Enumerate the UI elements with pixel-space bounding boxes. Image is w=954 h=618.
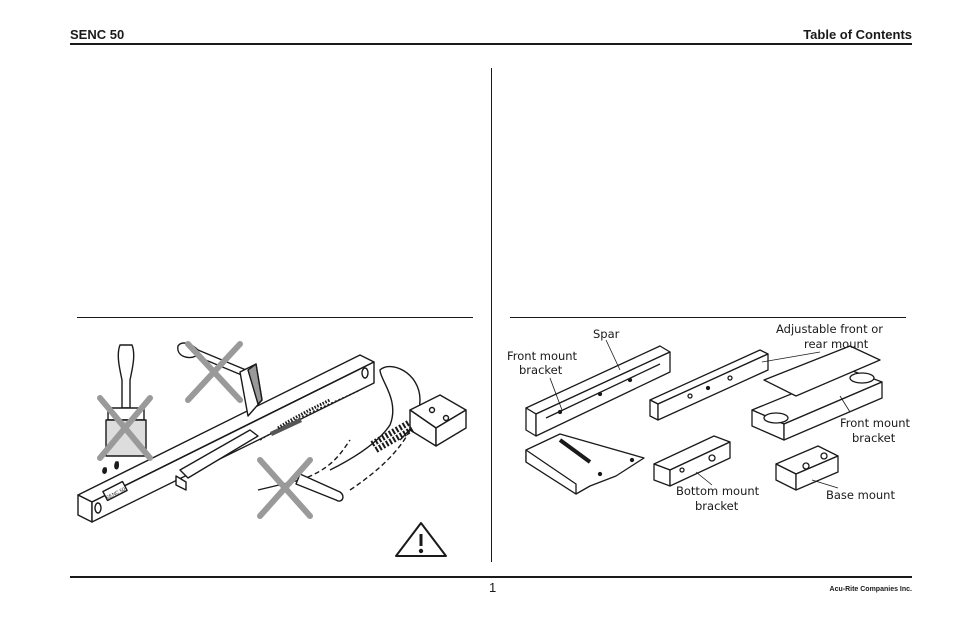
company-name: Acu-Rite Companies Inc.	[829, 586, 912, 593]
left-column-separator	[77, 317, 473, 318]
reading-head	[175, 389, 361, 491]
label-adjustable-2: rear mount	[804, 337, 869, 351]
label-front-mount-right-2: bracket	[852, 431, 896, 445]
label-front-mount-left-1: Front mount	[507, 349, 578, 363]
spar-part	[525, 345, 671, 437]
label-front-mount-right-1: Front mount	[840, 416, 911, 430]
column-divider	[491, 68, 492, 562]
base-mount-part	[775, 445, 839, 491]
adjustable-mount-part	[649, 349, 769, 421]
footer-rule	[70, 576, 912, 578]
front-mount-bracket-left	[525, 433, 645, 495]
label-bottom-mount-2: bracket	[695, 499, 739, 513]
label-spar: Spar	[593, 327, 620, 341]
header-section: Table of Contents	[803, 27, 912, 42]
warning-triangle-icon	[395, 522, 447, 557]
d-sub-connector	[370, 394, 467, 453]
header-title: SENC 50	[70, 27, 125, 42]
cross-mark-icon	[97, 341, 313, 519]
bottom-mount-bracket	[653, 435, 731, 487]
label-bottom-mount-1: Bottom mount	[676, 484, 760, 498]
right-column-separator	[510, 317, 906, 318]
page-number: 1	[489, 580, 497, 595]
label-base-mount: Base mount	[826, 488, 895, 502]
header-rule	[70, 43, 912, 45]
front-mount-bracket-right	[751, 345, 883, 441]
label-adjustable-1: Adjustable front or	[776, 322, 883, 336]
label-front-mount-left-2: bracket	[519, 363, 563, 377]
